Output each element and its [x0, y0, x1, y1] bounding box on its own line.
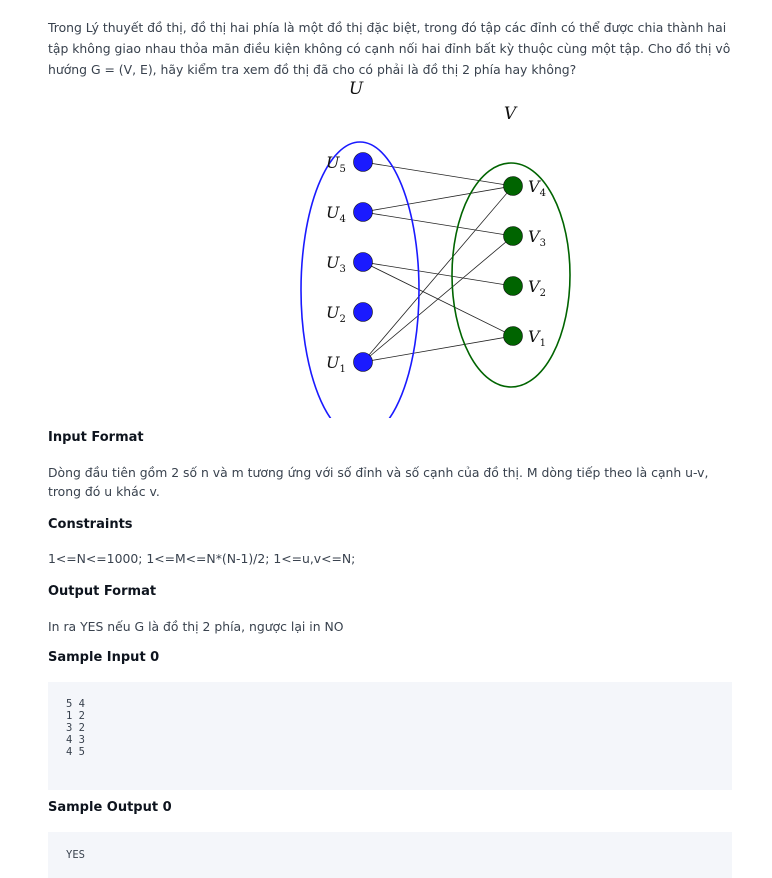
node-label-u3: U3 [326, 253, 346, 275]
constraints-text: 1<=N<=1000; 1<=M<=N*(N-1)/2; 1<=u,v<=N; [48, 551, 356, 566]
sample-output-box[interactable]: YES [48, 832, 732, 878]
node-v4 [503, 176, 523, 196]
edge-layer [362, 161, 514, 363]
node-u4 [353, 202, 373, 222]
edge-u1-v3 [362, 235, 514, 363]
node-v2 [503, 276, 523, 296]
set-v-ellipse [451, 162, 571, 388]
sample-input-line: 4 5 [66, 746, 85, 758]
output-format-heading: Output Format [48, 584, 157, 599]
sample-input-line: 1 2 [66, 710, 85, 722]
node-u2 [353, 302, 373, 322]
node-label-v3: V3 [528, 227, 546, 249]
node-label-u1: U1 [326, 353, 346, 375]
node-label-u4: U4 [326, 203, 346, 225]
output-format-text: In ra YES nếu G là đồ thị 2 phía, ngược … [48, 619, 344, 634]
edge-u1-v1 [362, 335, 514, 363]
set-u-label: U [349, 79, 364, 99]
sample-input-heading: Sample Input 0 [48, 650, 160, 665]
node-label-v1: V1 [528, 327, 546, 349]
input-format-text: Dòng đầu tiên gồm 2 số n và m tương ứng … [48, 465, 709, 499]
node-u1 [353, 352, 373, 372]
edge-u1-v4 [362, 185, 514, 363]
sample-input-line: 3 2 [66, 722, 85, 734]
input-format-heading: Input Format [48, 430, 144, 445]
node-label-v2: V2 [528, 277, 546, 299]
node-label-v4: V4 [528, 177, 546, 199]
node-u5 [353, 152, 373, 172]
set-v-label: V [504, 104, 518, 124]
edge-u4-v4 [362, 185, 514, 213]
sample-output-heading: Sample Output 0 [48, 800, 172, 815]
sample-input-line: 4 3 [66, 734, 85, 746]
node-u3 [353, 252, 373, 272]
set-u-ellipse [300, 141, 420, 418]
sample-input-box[interactable]: 5 4 1 2 3 2 4 3 4 5 [48, 682, 732, 790]
node-v1 [503, 326, 523, 346]
node-label-u5: U5 [326, 153, 346, 175]
edge-u5-v4 [362, 161, 514, 187]
node-v3 [503, 226, 523, 246]
edge-u4-v3 [362, 211, 514, 237]
constraints-heading: Constraints [48, 517, 133, 532]
problem-intro: Trong Lý thuyết đồ thị, đồ thị hai phía … [48, 20, 731, 77]
node-label-u2: U2 [326, 303, 346, 325]
sample-output-line: YES [66, 849, 85, 861]
sample-input-line: 5 4 [66, 698, 85, 710]
